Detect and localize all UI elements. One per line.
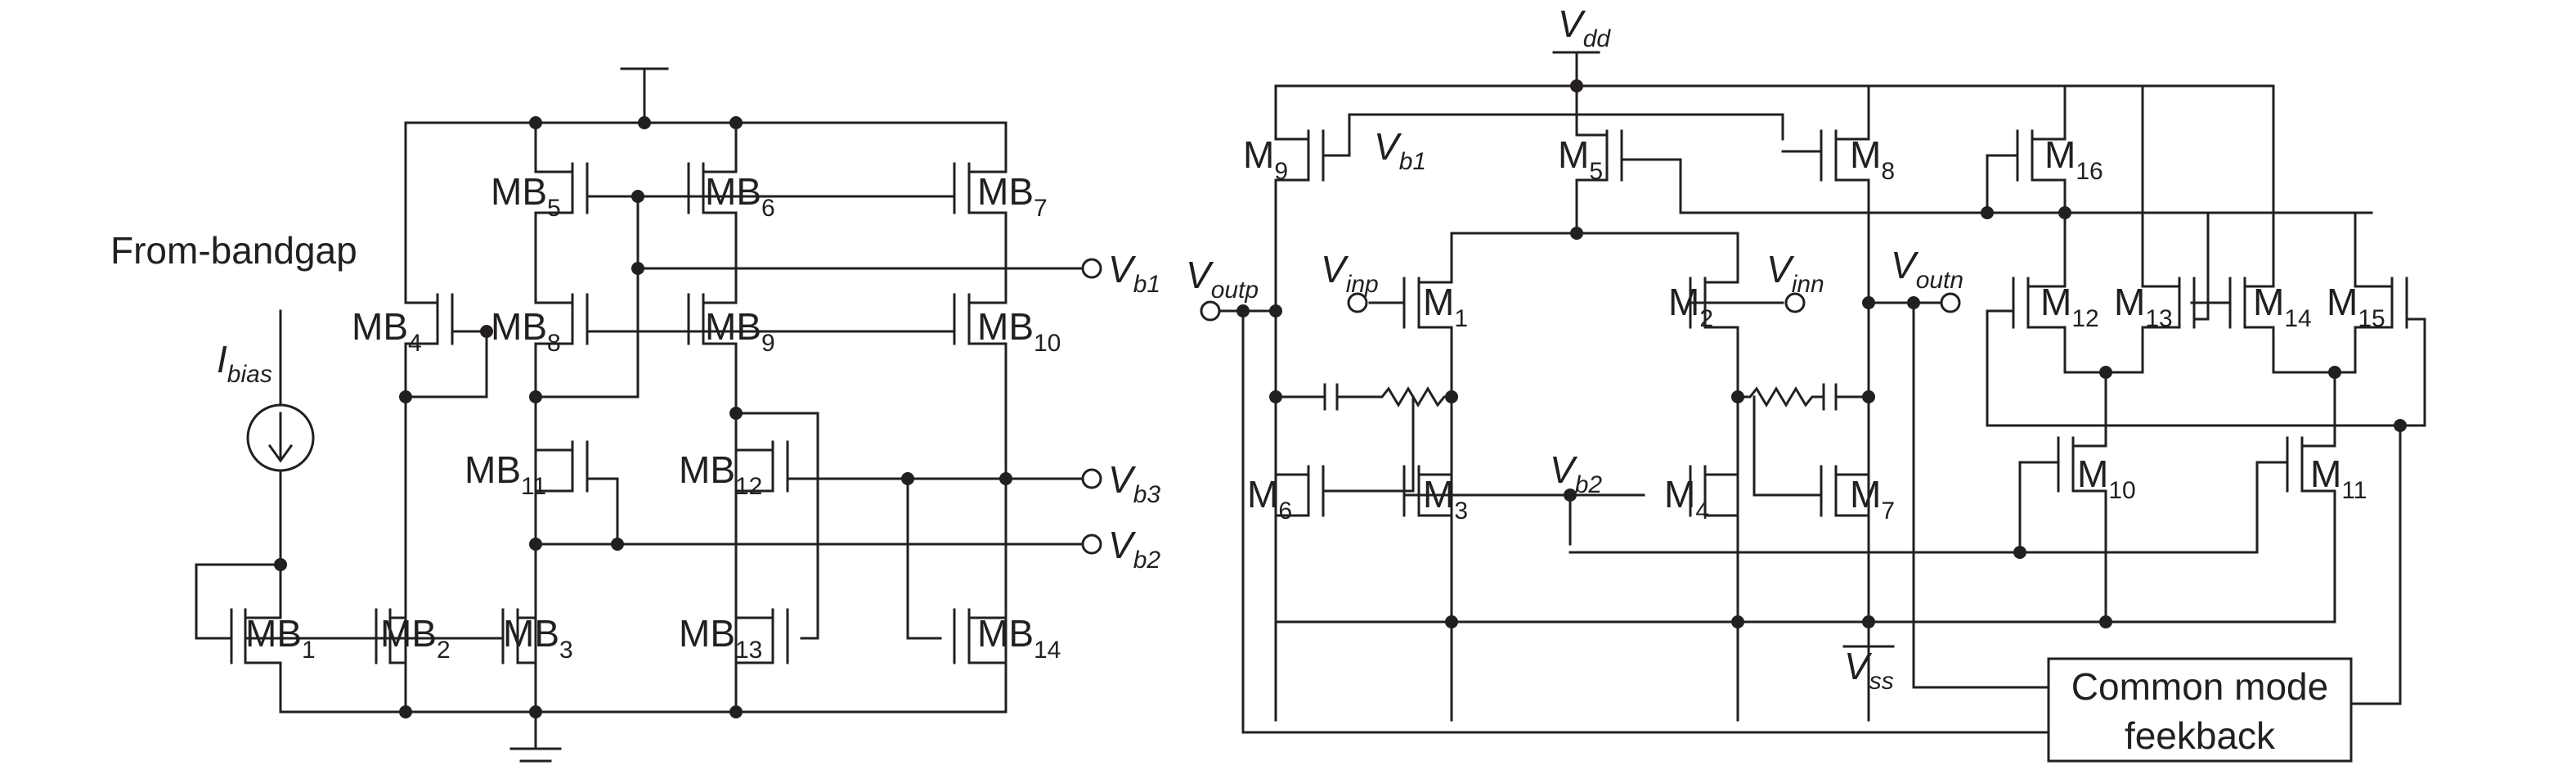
vb2-output-label: Vb2 [1108,524,1160,574]
m13-label: M13 [2114,281,2173,332]
m10-label: M10 [2077,453,2136,504]
m14-label: M14 [2253,281,2312,332]
m15-label: M15 [2327,281,2385,332]
ibias-label: Ibias [217,338,272,388]
m9-label: M9 [1243,133,1288,185]
mb14-label: MB14 [977,612,1061,664]
vb2-label: Vb2 [1550,448,1602,498]
left-bias-circuit [195,67,1102,763]
m16-label: M16 [2044,133,2103,185]
vinp-label: Vinp [1321,248,1379,298]
mb7-label: MB7 [977,170,1048,222]
mb3-label: MB3 [503,612,573,664]
mb11-label: MB11 [464,448,546,500]
cmfb-label-line1: Common mode [2071,665,2328,708]
m7-label: M7 [1850,473,1895,525]
m1-label: M1 [1423,281,1468,332]
from-bandgap-label: From-bandgap [110,229,357,272]
m8-label: M8 [1850,133,1895,185]
left-labels: From-bandgap Ibias Vb1 Vb3 Vb2 MB5 MB6 M… [110,170,1160,664]
mb13-label: MB13 [679,612,762,664]
mb6-label: MB6 [705,170,775,222]
mb12-label: MB12 [679,448,762,500]
vb1-label: Vb1 [1374,125,1426,175]
mb10-label: MB10 [977,305,1061,357]
mb8-label: MB8 [491,305,561,357]
vdd-label: Vdd [1558,2,1611,52]
vb3-output-label: Vb3 [1108,458,1160,508]
m12-label: M12 [2040,281,2099,332]
vss-label: Vss [1844,645,1894,695]
m11-label: M11 [2310,453,2367,504]
mb9-label: MB9 [705,305,775,357]
voutn-label: Voutn [1891,244,1963,294]
vinn-label: Vinn [1766,248,1824,298]
m2-label: M2 [1668,281,1713,332]
cmfb-block [2047,657,2353,763]
m4-label: M4 [1664,473,1709,525]
right-labels: Vdd Vss Vinp Vinn Voutp Voutn Vb1 Vb2 M9… [1186,2,2385,757]
right-opamp-circuit [1200,51,2426,763]
m3-label: M3 [1423,473,1468,525]
mb4-label: MB4 [352,305,422,357]
m5-label: M5 [1558,133,1603,185]
cmfb-label-line2: feekback [2125,714,2276,757]
vb1-output-label: Vb1 [1108,248,1160,298]
voutp-label: Voutp [1186,254,1259,304]
mb1-label: MB1 [245,612,316,664]
m6-label: M6 [1247,473,1292,525]
mb2-label: MB2 [380,612,451,664]
mb5-label: MB5 [491,170,561,222]
